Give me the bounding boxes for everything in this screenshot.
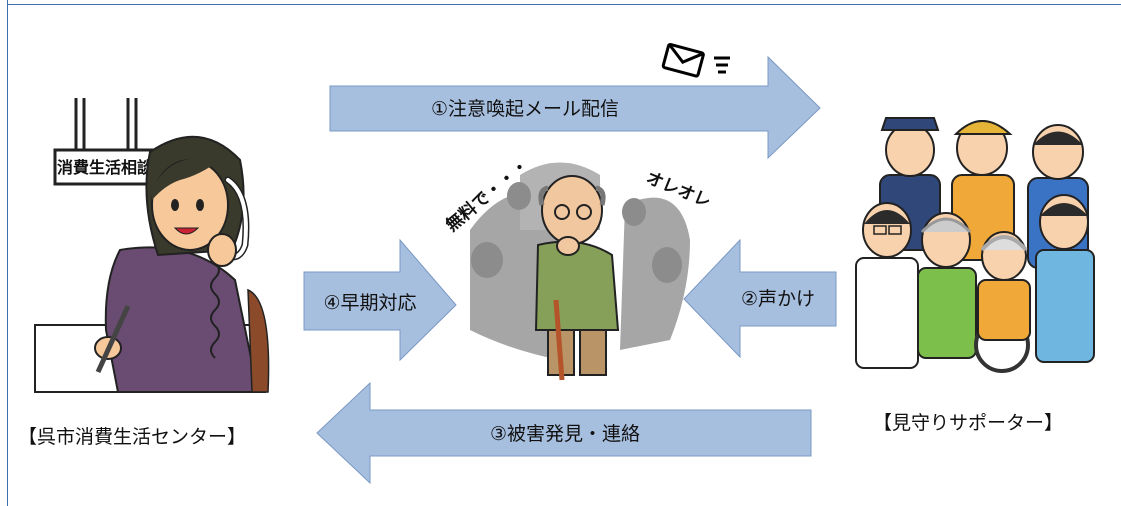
envelope-icon [661,42,705,78]
arrow-early-response: ④早期対応 [303,238,457,362]
consultant-operator-illustration: 消費生活相談 [34,98,270,393]
consultation-sign-text: 消費生活相談 [57,158,154,177]
supporter-elder-man-green [917,212,977,359]
frame-top-border [7,4,1121,5]
frame-left-border [7,0,8,506]
supporter-doctor [855,202,919,369]
arrow-call-out: ②声かけ [683,238,837,359]
watch-supporters-label: 【見守りサポーター】 [873,412,1064,434]
arrow-call-out-label: ②声かけ [741,288,815,310]
arrow-mail-alert: ①注意喚起メール配信 [329,55,821,160]
motion-lines-icon [714,56,730,74]
elderly-victim-illustration [470,162,690,381]
arrow-early-response-label: ④早期対応 [323,292,416,314]
arrow-mail-alert-label: ①注意喚起メール配信 [431,98,619,120]
arrow-damage-report-label: ③被害発見・連絡 [490,423,640,445]
watch-supporters-illustration [855,117,1095,373]
supporter-elder-woman-wheelchair [974,231,1031,373]
consumer-center-label: 【呉市消費生活センター】 [18,426,247,448]
arrow-damage-report: ③被害発見・連絡 [316,381,812,485]
supporter-caregiver [1035,194,1095,363]
